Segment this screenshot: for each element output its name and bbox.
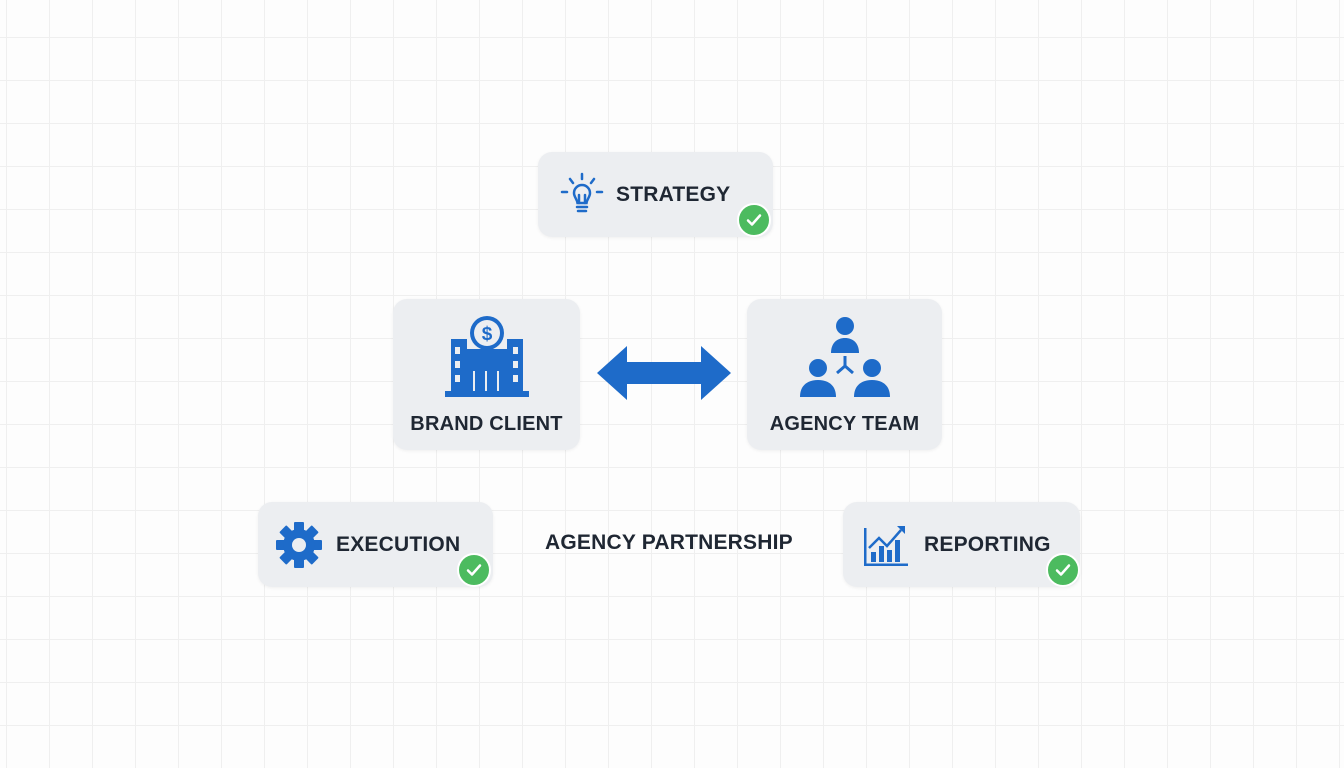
strategy-node[interactable]: STRATEGY [538,152,773,237]
team-icon [797,315,893,406]
agency-team-node[interactable]: AGENCY TEAM [747,299,942,450]
check-icon [457,553,491,587]
gear-icon [275,521,323,569]
lightbulb-icon [558,171,606,219]
check-icon [737,203,771,237]
svg-text:$: $ [481,324,492,345]
check-icon [1046,553,1080,587]
reporting-node[interactable]: REPORTING [843,502,1080,587]
brand-client-node[interactable]: $ BRAND CLIENT [393,299,580,450]
strategy-label: STRATEGY [616,182,731,206]
diagram-title: AGENCY PARTNERSHIP [545,531,793,554]
chart-growth-icon [863,522,909,568]
execution-node[interactable]: EXECUTION [258,502,493,587]
bidirectional-arrow-icon [597,346,731,405]
execution-label: EXECUTION [336,532,461,556]
building-dollar-icon: $ [443,315,531,406]
agency-team-label: AGENCY TEAM [769,413,920,435]
brand-client-label: BRAND CLIENT [410,413,563,435]
reporting-label: REPORTING [924,532,1051,556]
